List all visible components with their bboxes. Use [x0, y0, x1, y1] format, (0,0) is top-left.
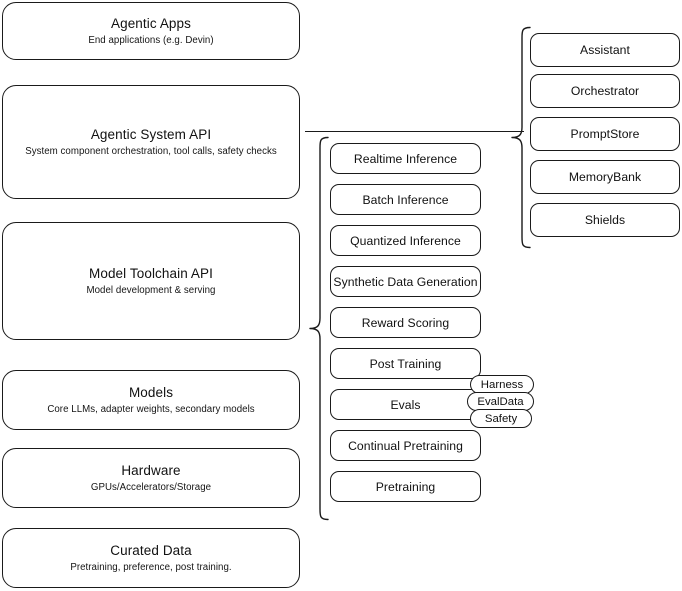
chip-pretraining[interactable]: Pretraining	[330, 471, 481, 502]
pill-label: Safety	[484, 412, 518, 425]
chip-shields[interactable]: Shields	[530, 203, 680, 237]
layer-box-agentic-apps[interactable]: Agentic Apps End applications (e.g. Devi…	[2, 2, 300, 60]
layer-title: Models	[128, 384, 174, 400]
chip-reward-scoring[interactable]: Reward Scoring	[330, 307, 481, 338]
chip-label: MemoryBank	[568, 170, 642, 184]
layer-box-agentic-system-api[interactable]: Agentic System API System component orch…	[2, 85, 300, 199]
chip-promptstore[interactable]: PromptStore	[530, 117, 680, 151]
layer-subtitle: Model development & serving	[86, 284, 216, 296]
chip-label: PromptStore	[570, 127, 640, 141]
pill-label: EvalData	[477, 395, 524, 408]
connector-line-agentic-system-api-to-agentic-column	[305, 131, 524, 133]
chip-label: Realtime Inference	[353, 151, 458, 166]
chip-orchestrator[interactable]: Orchestrator	[530, 74, 680, 108]
layer-subtitle: Pretraining, preference, post training.	[70, 561, 232, 573]
brace-toolchain-column	[307, 136, 329, 522]
chip-quantized-inference[interactable]: Quantized Inference	[330, 225, 481, 256]
chip-label: Post Training	[369, 356, 442, 371]
chip-post-training[interactable]: Post Training	[330, 348, 481, 379]
chip-assistant[interactable]: Assistant	[530, 33, 680, 67]
pill-safety[interactable]: Safety	[470, 409, 532, 428]
chip-evals[interactable]: Evals	[330, 389, 481, 420]
pill-evaldata[interactable]: EvalData	[467, 392, 534, 411]
chip-label: Reward Scoring	[361, 315, 450, 330]
layer-box-curated-data[interactable]: Curated Data Pretraining, preference, po…	[2, 528, 300, 588]
pill-label: Harness	[480, 378, 524, 391]
chip-label: Orchestrator	[570, 84, 640, 98]
chip-label: Assistant	[580, 43, 630, 57]
layer-box-model-toolchain-api[interactable]: Model Toolchain API Model development & …	[2, 222, 300, 340]
chip-label: Batch Inference	[362, 192, 449, 207]
chip-label: Continual Pretraining	[348, 438, 463, 453]
chip-batch-inference[interactable]: Batch Inference	[330, 184, 481, 215]
layer-title: Hardware	[121, 462, 181, 478]
layer-title: Agentic System API	[90, 126, 212, 142]
layer-title: Model Toolchain API	[89, 265, 213, 281]
layer-title: Curated Data	[110, 542, 192, 558]
chip-continual-pretraining[interactable]: Continual Pretraining	[330, 430, 481, 461]
layer-subtitle: System component orchestration, tool cal…	[25, 145, 277, 157]
layer-subtitle: GPUs/Accelerators/Storage	[90, 481, 212, 493]
chip-label: Shields	[584, 213, 626, 227]
chip-label: Evals	[390, 397, 421, 412]
chip-realtime-inference[interactable]: Realtime Inference	[330, 143, 481, 174]
layer-subtitle: End applications (e.g. Devin)	[88, 34, 214, 46]
chip-label: Quantized Inference	[350, 233, 461, 248]
layer-title: Agentic Apps	[110, 15, 191, 31]
layer-box-models[interactable]: Models Core LLMs, adapter weights, secon…	[2, 370, 300, 430]
chip-label: Synthetic Data Generation	[333, 274, 478, 289]
chip-memorybank[interactable]: MemoryBank	[530, 160, 680, 194]
chip-label: Pretraining	[375, 479, 436, 494]
layer-subtitle: Core LLMs, adapter weights, secondary mo…	[47, 403, 255, 415]
layer-box-hardware[interactable]: Hardware GPUs/Accelerators/Storage	[2, 448, 300, 508]
chip-synthetic-data-generation[interactable]: Synthetic Data Generation	[330, 266, 481, 297]
brace-agentic-column	[509, 26, 531, 250]
